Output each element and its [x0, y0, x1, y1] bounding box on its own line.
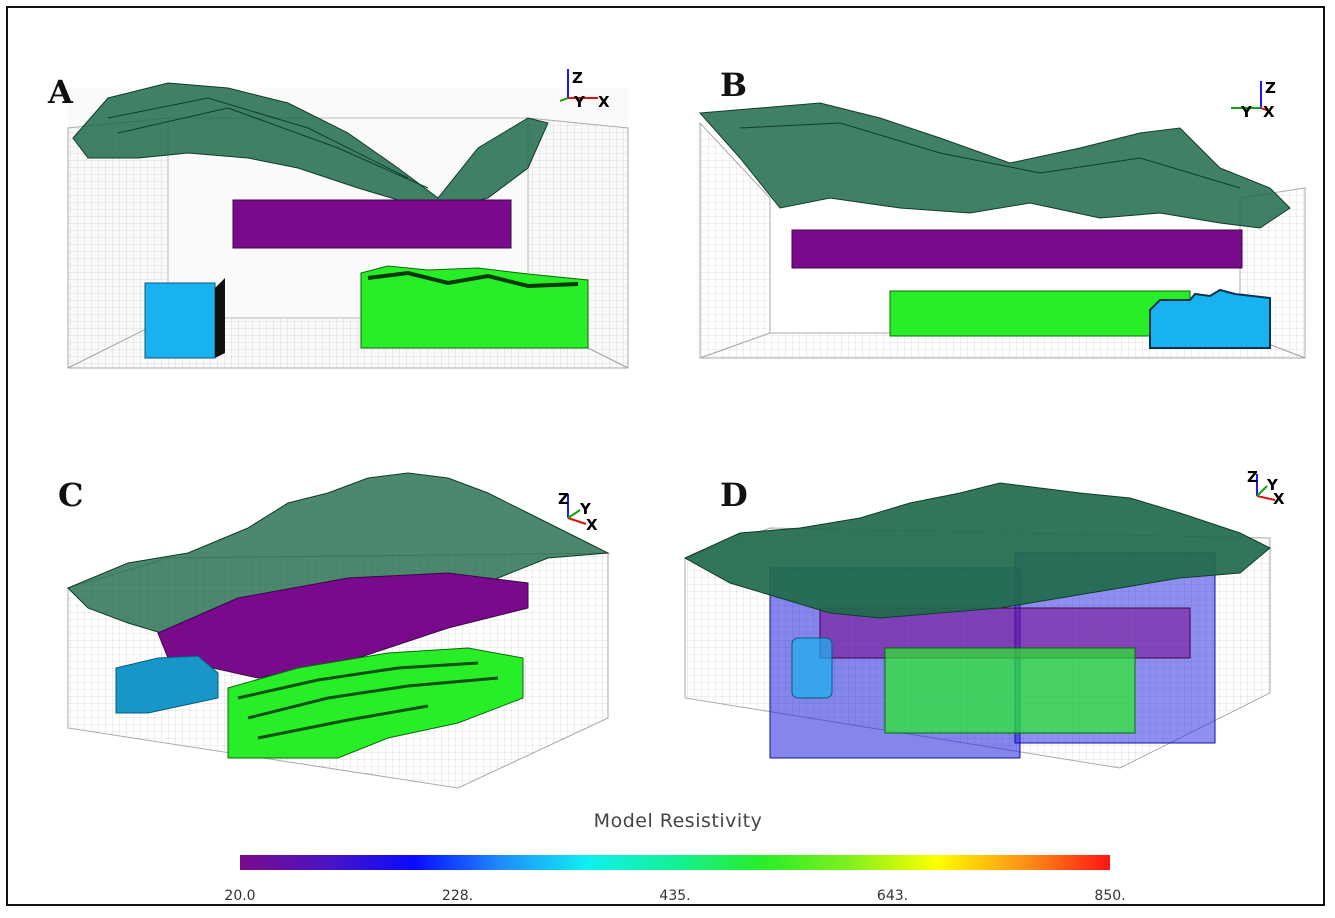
axis-triad-icon: Z Y X: [1247, 468, 1285, 508]
panel-label-a: A: [48, 73, 73, 111]
axis-y-label: Y: [579, 500, 592, 518]
purple-body: [157, 572, 529, 679]
panel-label-c: C: [58, 476, 84, 514]
panel-label-b: B: [720, 66, 748, 104]
axis-triad-icon: Z Y X: [559, 69, 610, 111]
axis-y-label: Y: [573, 93, 586, 111]
axis-z-label: Z: [1247, 468, 1258, 486]
terrain-surface: [72, 82, 549, 209]
panel-c: C Z Y X: [28, 458, 658, 798]
terrain-surface: [698, 102, 1291, 229]
axis-z-label: Z: [572, 69, 583, 87]
axis-x-label: X: [598, 93, 610, 111]
colorbar-tick: 228.: [441, 888, 474, 904]
panel-a: A Z Y X: [28, 48, 658, 388]
axis-z-label: Z: [558, 490, 569, 508]
axis-x-label: X: [586, 516, 598, 534]
panel-b: B Z Y X: [680, 48, 1320, 388]
colorbar-legend: Model Resistivity 20.0 228. 435. 643. 85…: [188, 808, 1168, 918]
blue-body: [144, 282, 216, 359]
colorbar-tick: 850.: [1094, 888, 1126, 904]
panel-d: D Z Y X: [680, 458, 1320, 798]
terrain-surface: [683, 482, 1271, 619]
axis-z-label: Z: [1265, 79, 1276, 97]
panel-a-render: [67, 82, 629, 369]
axis-y-label: Y: [1266, 476, 1279, 494]
panel-c-render: [67, 472, 610, 789]
axis-x-label: X: [1263, 103, 1275, 121]
purple-body: [791, 229, 1243, 269]
figure-frame: A Z Y X B Z: [6, 6, 1325, 906]
axis-y-label: Y: [1240, 103, 1253, 121]
panel-d-render: [683, 482, 1271, 769]
panel-label-d: D: [720, 476, 748, 514]
axis-triad-icon: Z Y X: [558, 490, 598, 534]
axis-x-label: X: [1273, 490, 1285, 508]
colorbar-tick: 435.: [659, 888, 691, 904]
blue-body: [115, 655, 219, 714]
blue-body: [1149, 288, 1271, 349]
purple-body: [232, 199, 512, 249]
colorbar: [240, 855, 1110, 870]
green-body: [884, 647, 1136, 734]
axis-triad-icon: Z Y X: [1231, 79, 1276, 121]
colorbar-tick: 643.: [876, 888, 909, 904]
colorbar-tick: 20.0: [224, 888, 256, 904]
legend-title: Model Resistivity: [593, 810, 763, 832]
panel-b-render: [698, 102, 1306, 359]
green-body: [889, 290, 1191, 337]
blue-body: [791, 637, 833, 699]
